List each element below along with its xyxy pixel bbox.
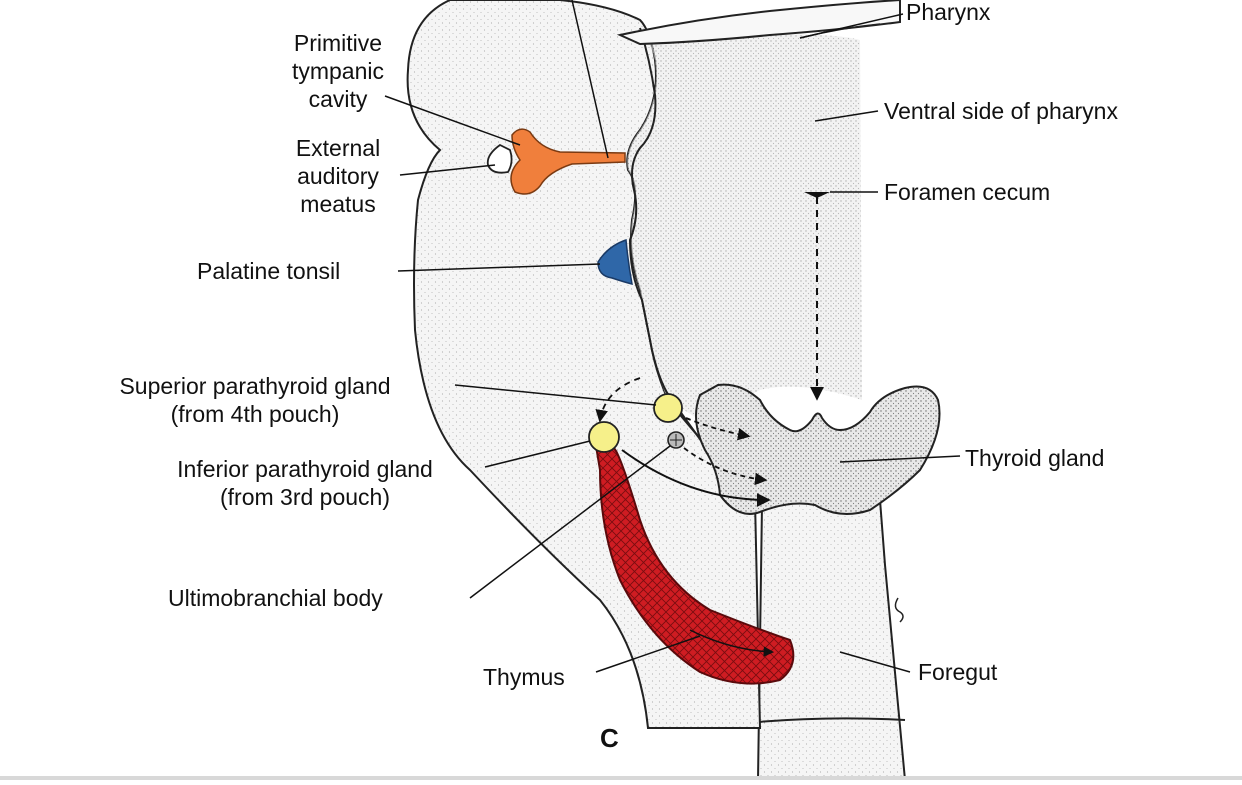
thyroid-gland-shape xyxy=(695,383,941,515)
label-palatine-tonsil: Palatine tonsil xyxy=(197,258,341,284)
label-primitive-line3: cavity xyxy=(308,86,368,112)
pharynx-roof xyxy=(616,0,901,46)
label-inferior-line1: Inferior parathyroid gland xyxy=(177,456,433,482)
label-inferior-line2: (from 3rd pouch) xyxy=(219,484,390,510)
superior-parathyroid-migration-arrow xyxy=(595,377,641,423)
bottom-edge-bar xyxy=(0,776,1242,780)
label-primitive-line1: Primitive xyxy=(293,30,383,56)
label-primitive-tympanic-cavity: Primitive tympanic cavity xyxy=(268,29,408,113)
palatine-tonsil-shape xyxy=(597,238,633,286)
leader-top-unlabeled xyxy=(571,0,609,159)
label-foregut: Foregut xyxy=(918,659,998,685)
label-external-auditory-meatus: External auditory meatus xyxy=(268,134,408,218)
foregut-squiggle-mark xyxy=(894,597,904,623)
foramen-cecum-mark xyxy=(804,192,830,198)
leader-inferior-parathyroid xyxy=(484,440,591,468)
leader-ventral-pharynx xyxy=(814,110,879,122)
label-pharynx: Pharynx xyxy=(906,0,991,25)
foregut-bottom-rim xyxy=(757,717,906,723)
label-ultimobranchial-body: Ultimobranchial body xyxy=(168,585,383,611)
label-external-line2: auditory xyxy=(297,163,379,189)
label-external-line3: meatus xyxy=(300,191,376,217)
inferior-to-thyroid-arrow xyxy=(621,449,771,507)
leader-palatine-tonsil xyxy=(397,263,601,272)
ventral-pharynx-floor xyxy=(627,28,862,420)
label-superior-parathyroid: Superior parathyroid gland (from 4th pou… xyxy=(60,372,450,428)
leader-lines xyxy=(384,0,961,673)
label-inferior-parathyroid: Inferior parathyroid gland (from 3rd pou… xyxy=(115,455,495,511)
leader-external-meatus xyxy=(399,164,496,176)
label-superior-line2: (from 4th pouch) xyxy=(170,401,340,427)
superior-to-thyroid-arrow xyxy=(685,417,751,441)
label-primitive-line2: tympanic xyxy=(291,58,385,84)
leader-tympanic-cavity xyxy=(384,95,521,146)
ultimobranchial-body-texture xyxy=(670,434,682,446)
panel-letter: C xyxy=(600,723,619,753)
label-external-line1: External xyxy=(295,135,381,161)
label-foramen-cecum: Foramen cecum xyxy=(884,179,1051,205)
thymus-shape xyxy=(593,438,795,685)
label-thyroid-gland: Thyroid gland xyxy=(965,445,1105,471)
leader-ultimobranchial xyxy=(469,445,671,599)
pharyngeal-arch-body xyxy=(406,0,762,729)
superior-parathyroid-shape xyxy=(653,393,683,423)
inferior-parathyroid-shape xyxy=(588,421,620,453)
label-superior-line1: Superior parathyroid gland xyxy=(119,373,391,399)
thymus-inner-arrow xyxy=(689,629,775,657)
tympanic-cavity-shape xyxy=(510,128,626,195)
leader-foregut xyxy=(839,651,911,673)
label-thymus: Thymus xyxy=(483,664,565,690)
label-ventral-side-of-pharynx: Ventral side of pharynx xyxy=(884,98,1118,124)
leader-thymus xyxy=(595,635,701,673)
leader-superior-parathyroid xyxy=(454,384,657,406)
leader-pharynx xyxy=(799,13,904,39)
leader-thyroid xyxy=(839,455,961,463)
